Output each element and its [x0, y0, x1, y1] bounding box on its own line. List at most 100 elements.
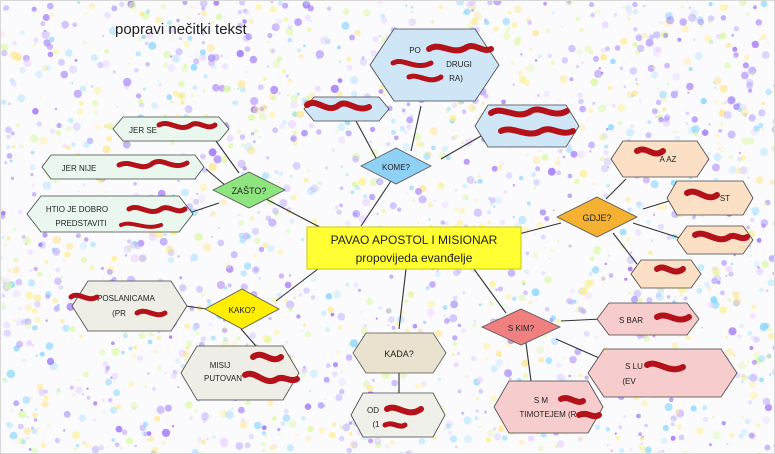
confetti-dot: [409, 185, 414, 191]
confetti-dot: [102, 60, 110, 68]
confetti-dot: [475, 397, 479, 400]
confetti-dot: [77, 1, 81, 4]
confetti-dot: [651, 71, 659, 79]
confetti-dot: [547, 53, 553, 58]
confetti-dot: [323, 404, 326, 408]
confetti-dot: [320, 36, 329, 45]
confetti-dot: [13, 345, 20, 352]
svg-text:ST: ST: [720, 194, 730, 203]
confetti-dot: [153, 349, 157, 354]
confetti-dot: [228, 143, 234, 149]
confetti-dot: [307, 425, 314, 433]
confetti-dot: [592, 182, 596, 186]
confetti-dot: [555, 160, 561, 166]
confetti-dot: [714, 76, 722, 85]
confetti-dot: [248, 18, 254, 25]
confetti-dot: [419, 141, 425, 147]
confetti-dot: [583, 285, 590, 291]
confetti-dot: [208, 322, 213, 327]
confetti-dot: [9, 431, 18, 440]
confetti-dot: [766, 353, 772, 359]
confetti-dot: [176, 113, 180, 117]
confetti-dot: [426, 308, 435, 317]
confetti-dot: [40, 21, 46, 27]
confetti-dot: [456, 1, 465, 6]
confetti-dot: [331, 371, 338, 377]
confetti-dot: [30, 396, 33, 399]
confetti-dot: [146, 431, 152, 436]
confetti-dot: [200, 439, 206, 445]
confetti-dot: [11, 81, 17, 87]
confetti-dot: [512, 215, 516, 219]
confetti-dot: [131, 353, 137, 359]
confetti-dot: [399, 451, 403, 453]
confetti-dot: [147, 339, 153, 345]
confetti-dot: [290, 101, 298, 109]
confetti-dot: [46, 357, 55, 365]
confetti-dot: [206, 43, 215, 53]
confetti-dot: [104, 191, 107, 194]
confetti-dot: [548, 256, 551, 260]
confetti-dot: [144, 385, 148, 389]
confetti-dot: [481, 101, 485, 105]
connector-skim-3: [525, 342, 532, 382]
confetti-dot: [352, 155, 359, 163]
confetti-dot: [246, 233, 252, 240]
confetti-dot: [666, 16, 675, 25]
confetti-dot: [289, 174, 293, 178]
confetti-dot: [35, 354, 39, 358]
confetti-dot: [264, 339, 269, 343]
confetti-dot: [164, 404, 172, 412]
confetti-dot: [746, 225, 750, 229]
confetti-dot: [28, 268, 33, 273]
confetti-dot: [555, 362, 562, 368]
confetti-dot: [627, 17, 631, 21]
confetti-dot: [185, 401, 193, 409]
confetti-dot: [566, 146, 573, 154]
confetti-dot: [567, 193, 573, 199]
confetti-dot: [462, 183, 468, 189]
confetti-dot: [342, 8, 350, 15]
confetti-dot: [72, 431, 81, 440]
confetti-dot: [347, 127, 350, 130]
confetti-dot: [749, 373, 758, 382]
confetti-dot: [627, 207, 632, 212]
confetti-dot: [771, 145, 774, 152]
confetti-dot: [694, 52, 703, 60]
confetti-dot: [468, 1, 476, 7]
confetti-dot: [219, 198, 227, 206]
confetti-dot: [36, 383, 44, 391]
confetti-dot: [53, 305, 60, 312]
confetti-dot: [250, 132, 255, 136]
confetti-dot: [656, 450, 665, 453]
confetti-dot: [272, 443, 278, 449]
confetti-dot: [719, 306, 728, 314]
confetti-dot: [113, 380, 117, 383]
confetti-dot: [723, 100, 728, 105]
confetti-dot: [361, 324, 364, 328]
confetti-dot: [441, 145, 449, 153]
confetti-dot: [223, 337, 228, 342]
scribble: [644, 360, 686, 373]
confetti-dot: [512, 296, 517, 302]
confetti-dot: [544, 307, 550, 312]
confetti-dot: [225, 410, 234, 419]
confetti-dot: [72, 122, 81, 131]
confetti-dot: [318, 181, 323, 185]
confetti-dot: [692, 214, 697, 219]
confetti-dot: [249, 55, 258, 64]
confetti-dot: [267, 32, 273, 39]
confetti-dot: [400, 372, 407, 379]
confetti-dot: [253, 128, 259, 134]
confetti-dot: [292, 130, 297, 135]
confetti-dot: [102, 410, 106, 414]
confetti-dot: [406, 102, 411, 106]
confetti-dot: [708, 20, 712, 24]
confetti-dot: [243, 262, 252, 270]
confetti-dot: [56, 122, 62, 129]
confetti-dot: [538, 356, 545, 363]
confetti-dot: [556, 440, 565, 448]
confetti-dot: [732, 290, 740, 299]
scribble: [134, 308, 168, 318]
confetti-dot: [277, 1, 283, 6]
